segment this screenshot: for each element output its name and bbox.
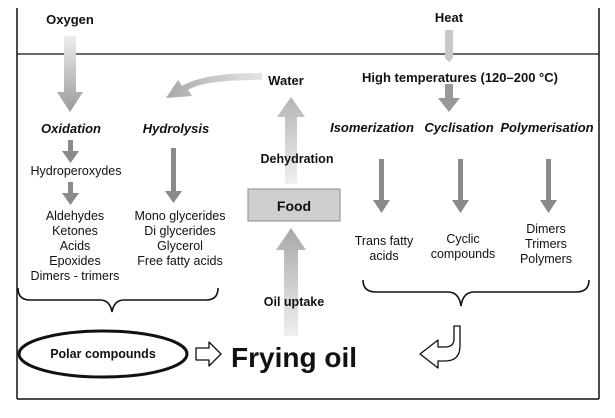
oxidation-product: Dimers - trimers: [31, 269, 120, 283]
hydrolysis-product: Mono glycerides: [134, 209, 225, 223]
water-label: Water: [268, 73, 304, 88]
oil-uptake-arrow: [276, 228, 306, 336]
oxidation-products-list: Aldehydes Ketones Acids Epoxides Dimers …: [31, 209, 120, 283]
trans-fatty-acids-line: acids: [369, 249, 398, 263]
polymerisation-label: Polymerisation: [500, 120, 593, 135]
polymers-line: Polymers: [520, 252, 572, 266]
hydroperoxydes-to-products-arrow: [62, 182, 79, 205]
polar-to-frying-oil-arrow: [195, 341, 222, 367]
cyclisation-label: Cyclisation: [424, 120, 493, 135]
hydrolysis-products-list: Mono glycerides Di glycerides Glycerol F…: [134, 209, 225, 268]
oxygen-label: Oxygen: [46, 12, 94, 27]
polar-compounds-ellipse: [17, 329, 189, 379]
hydrolysis-to-products-arrow: [165, 148, 182, 203]
food-box: [247, 188, 341, 222]
return-to-oil-arrow: [419, 325, 461, 369]
trans-fatty-acids-line: Trans fatty: [355, 234, 414, 248]
polymerisation-arrow: [540, 159, 557, 213]
oxidation-product: Ketones: [52, 224, 98, 238]
thermal-products-brace: [362, 279, 590, 307]
oxidation-label: Oxidation: [41, 121, 101, 136]
food-label: Food: [277, 198, 311, 214]
frying-oil-label: Frying oil: [231, 342, 357, 373]
thermal-products: Trans fatty acids Cyclic compounds Dimer…: [355, 222, 572, 266]
hydrolysis-label: Hydrolysis: [143, 121, 209, 136]
oil-uptake-label: Oil uptake: [264, 295, 324, 309]
oxidation-product: Acids: [60, 239, 91, 253]
hydrolysis-product: Free fatty acids: [137, 254, 222, 268]
polymers-line: Trimers: [525, 237, 567, 251]
polar-compounds-label: Polar compounds: [50, 347, 156, 361]
polar-products-brace: [17, 287, 219, 313]
dehydration-label: Dehydration: [261, 152, 334, 166]
oxygen-arrow: [57, 36, 83, 112]
hydroperoxydes-label: Hydroperoxydes: [30, 164, 121, 178]
high-temperatures-label: High temperatures (120–200 °C): [362, 70, 558, 85]
hydrolysis-product: Di glycerides: [144, 224, 216, 238]
cyclic-compounds-line: compounds: [431, 247, 496, 261]
oxidation-product: Aldehydes: [46, 209, 104, 223]
cyclic-compounds-line: Cyclic: [446, 232, 479, 246]
dehydration-arrow: [277, 97, 305, 184]
heat-label: Heat: [435, 10, 464, 25]
polymers-line: Dimers: [526, 222, 566, 236]
isomerization-arrow: [373, 159, 390, 213]
water-to-hydrolysis-arrow: [166, 73, 262, 98]
vessel-frame: [16, 8, 600, 400]
cyclisation-arrow: [452, 159, 469, 213]
heat-to-isomerization-arrow: [438, 84, 460, 112]
heat-arrow: [445, 30, 453, 62]
oxidation-to-hydroperoxydes-arrow: [62, 140, 79, 163]
hydrolysis-product: Glycerol: [157, 239, 203, 253]
oxidation-product: Epoxides: [49, 254, 100, 268]
isomerization-label: Isomerization: [330, 120, 414, 135]
